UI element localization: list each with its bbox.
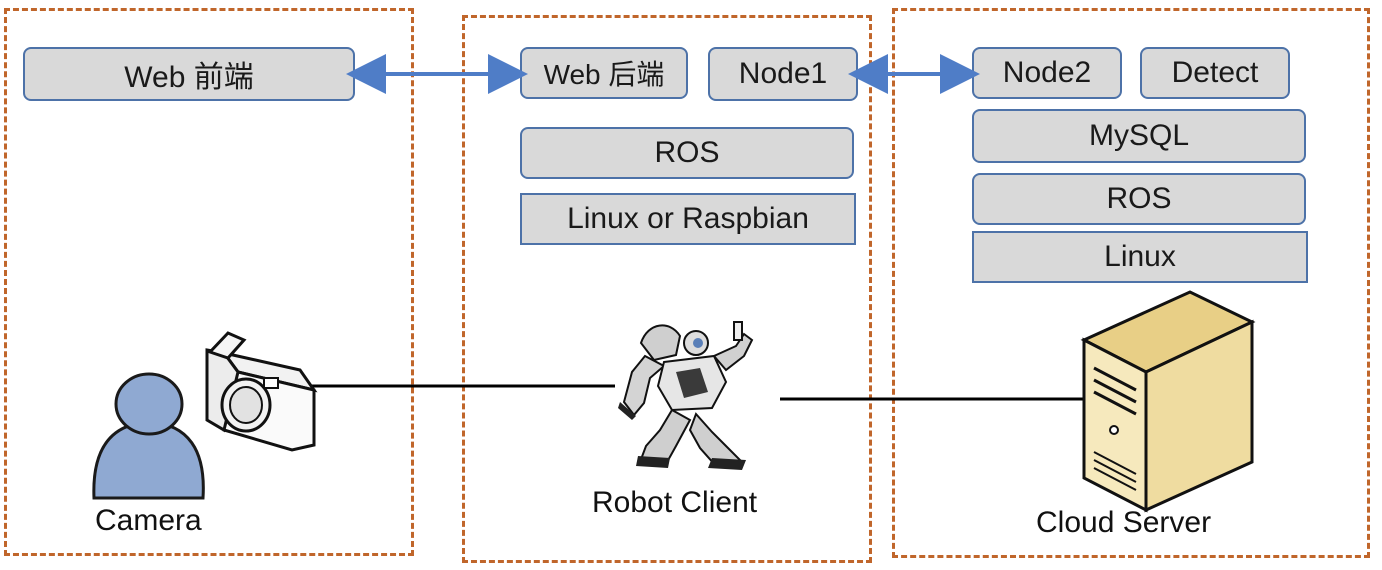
mysql-box: MySQL <box>972 109 1306 163</box>
node1-box: Node1 <box>708 47 858 101</box>
web-backend-box: Web 后端 <box>520 47 688 99</box>
robot-client-label: Robot Client <box>592 486 758 519</box>
server-os-box: Linux <box>972 231 1308 283</box>
camera-label: Camera <box>95 504 202 537</box>
person-icon <box>92 372 205 500</box>
robot-client-zone <box>462 15 872 563</box>
cloud-server-label: Cloud Server <box>1036 506 1212 539</box>
detect-box: Detect <box>1140 47 1290 99</box>
browser-zone <box>4 8 414 556</box>
robot-ros-box: ROS <box>520 127 854 179</box>
server-icon <box>1080 290 1256 513</box>
robot-icon <box>618 321 754 470</box>
camera-icon <box>205 331 318 452</box>
robot-os-box: Linux or Raspbian <box>520 193 856 245</box>
web-frontend-box: Web 前端 <box>23 47 355 101</box>
server-ros-box: ROS <box>972 173 1306 225</box>
cloud-server-zone <box>892 8 1370 558</box>
